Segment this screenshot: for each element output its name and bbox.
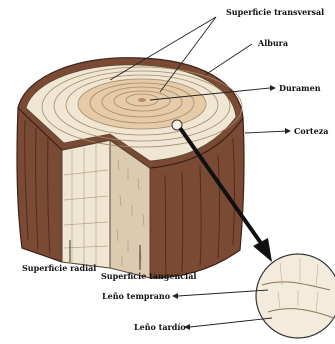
heartwood-region [78,79,206,129]
label-transverse-surface: Superficie transversal [226,7,324,17]
magnified-circle [256,254,335,338]
label-bark: Corteza [294,126,328,136]
label-tangential-surface: Superficie tangencial [101,271,196,281]
pith [138,98,146,102]
label-radial-surface: Superficie radial [22,263,96,273]
radial-surface [62,140,110,268]
arrow-head [253,238,272,262]
label-sapwood: Albura [257,38,288,48]
label-earlywood: Leño temprano [102,291,171,301]
label-heartwood: Duramen [279,83,321,93]
magnified-detail [256,254,335,338]
label-latewood: Leño tardío [134,322,186,332]
